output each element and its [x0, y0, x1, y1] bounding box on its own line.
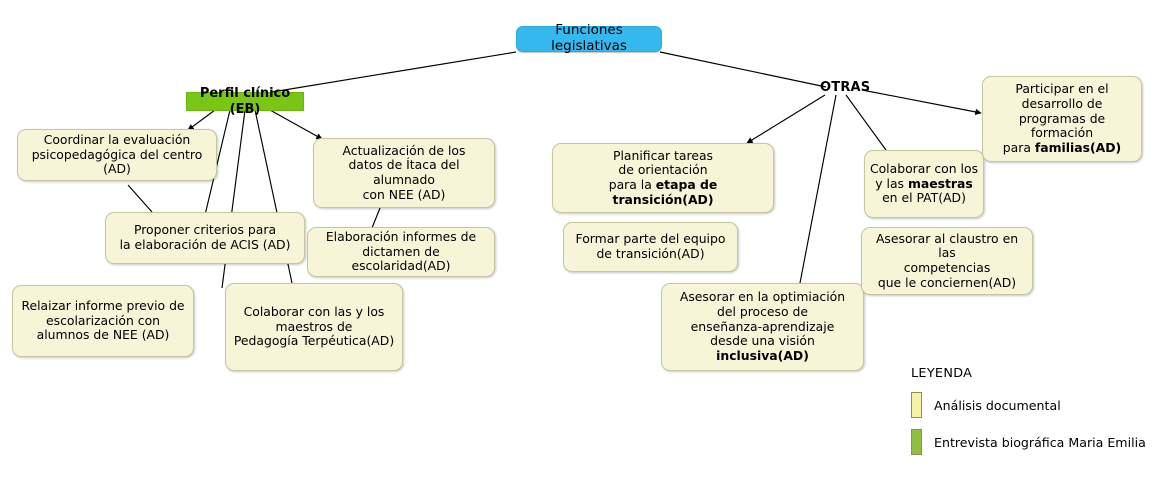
node-otras[interactable]: OTRAS — [820, 80, 870, 96]
legend-swatch-analisis-documental — [911, 392, 922, 418]
node-perfil-clinico-label: Perfil clínico (EB) — [199, 86, 291, 117]
legend: LEYENDA Análisis documental Entrevista b… — [911, 366, 1146, 466]
node-otras-label: OTRAS — [820, 80, 871, 96]
node-funciones-legislativas-label: Funciones legislativas — [551, 22, 627, 54]
legend-swatch-entrevista-biografica — [911, 429, 922, 455]
edge-otras-colaborar-pat — [845, 94, 887, 151]
edge-otras-planificar — [746, 94, 826, 144]
edge-root-to-perfil — [271, 51, 517, 93]
legend-label-entrevista-biografica: Entrevista biográfica Maria Emilia — [934, 434, 1146, 450]
legend-item-analisis-documental: Análisis documental — [911, 392, 1146, 418]
edge-actualizacion-dictamen — [371, 207, 381, 229]
node-funciones-legislativas[interactable]: Funciones legislativas — [516, 22, 662, 54]
edge-otras-asesorar-optimizacion — [799, 94, 837, 284]
node-perfil-clinico[interactable]: Perfil clínico (EB) — [186, 86, 304, 117]
legend-label-analisis-documental: Análisis documental — [934, 397, 1061, 413]
edge-otras-participar — [861, 89, 982, 116]
edge-root-to-otras — [659, 51, 827, 88]
legend-title: LEYENDA — [911, 366, 973, 381]
legend-item-entrevista-biografica: Entrevista biográfica Maria Emilia — [911, 429, 1146, 455]
edge-coordinar-proponer — [127, 184, 153, 213]
